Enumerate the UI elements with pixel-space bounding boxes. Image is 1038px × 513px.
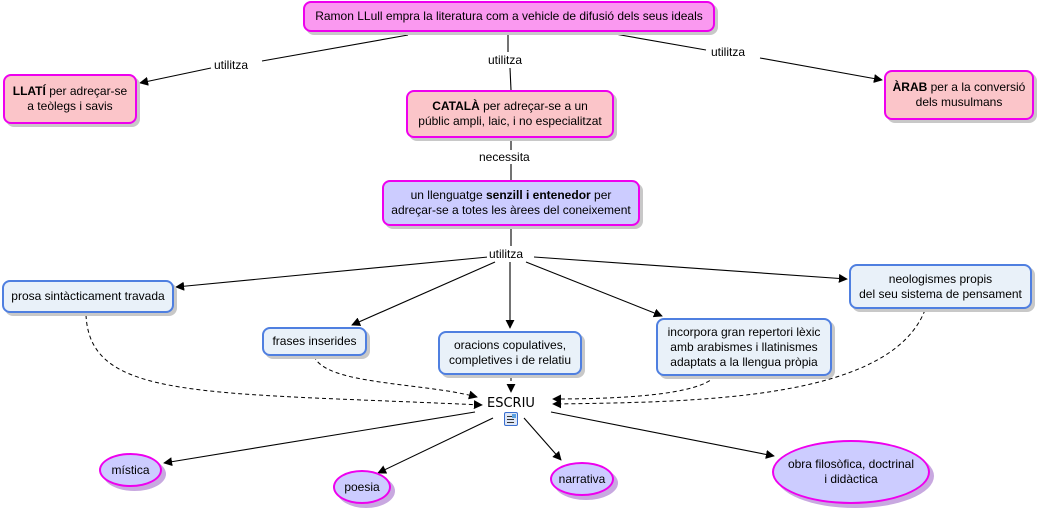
node-prosa-text: prosa sintàcticament travada — [11, 289, 165, 303]
node-incorpora-line1: incorpora gran repertori lèxic — [667, 324, 821, 339]
node-root-text: Ramon LLull empra la literatura com a ve… — [315, 9, 703, 23]
node-arab[interactable]: ÀRAB per a la conversió dels musulmans — [884, 70, 1034, 120]
node-llati-rest: per adreçar-se — [45, 84, 128, 98]
node-incorpora-line2: amb arabismes i llatinismes — [670, 339, 818, 354]
node-prosa[interactable]: prosa sintàcticament travada — [2, 280, 174, 313]
node-catala-line2: públic ampli, laic, i no especialitzat — [418, 114, 602, 128]
node-oracions[interactable]: oracions copulatives, completives i de r… — [438, 331, 582, 375]
node-neologismes-line2: del seu sistema de pensament — [859, 286, 1022, 301]
node-obra-line1: obra filosòfica, doctrinal — [787, 457, 915, 471]
node-llenguatge[interactable]: un llenguatge senzill i entenedor per ad… — [382, 180, 640, 226]
edge-escriu-mistica — [163, 411, 476, 467]
node-incorpora-line3: adaptats a la llengua pròpia — [670, 354, 818, 369]
resource-document-icon[interactable] — [504, 412, 518, 426]
node-obra[interactable]: obra filosòfica, doctrinal i didàctica — [772, 440, 930, 504]
node-llenguatge-bold: senzill i entenedor — [486, 188, 591, 202]
node-arab-bold: ÀRAB — [892, 80, 928, 94]
node-catala[interactable]: CATALÀ per adreçar-se a un públic ampli,… — [406, 90, 614, 138]
node-llati-bold: LLATÍ — [12, 84, 46, 98]
node-escriu[interactable]: ESCRIU — [487, 396, 535, 411]
edge-dashed-neologismes-escriu — [552, 309, 926, 409]
edge-utilitza-frases — [351, 261, 496, 326]
node-neologismes[interactable]: neologismes propis del seu sistema de pe… — [849, 264, 1032, 309]
node-llati-line2: a teòlegs i savis — [27, 99, 113, 113]
node-root[interactable]: Ramon LLull empra la literatura com a ve… — [303, 1, 715, 32]
node-arab-rest: per a la conversió — [927, 80, 1026, 94]
node-poesia[interactable]: poesia — [333, 470, 391, 504]
node-frases-text: frases inserides — [272, 334, 357, 348]
node-catala-rest: per adreçar-se a un — [479, 99, 588, 113]
node-obra-line2: i didàctica — [824, 472, 878, 486]
node-llenguatge-pre: un llenguatge — [410, 188, 486, 202]
node-oracions-line1: oracions copulatives, — [453, 338, 567, 352]
node-oracions-line2: completives i de relatiu — [448, 353, 572, 367]
edge-utilitza-arab — [759, 57, 883, 83]
link-label-necessita: necessita — [477, 150, 532, 164]
edge-dashed-incorpora-escriu — [552, 375, 716, 404]
link-label-utilitza-lower: utilitza — [487, 247, 526, 261]
edge-root-utilitza-left — [261, 34, 409, 62]
edge-dashed-prosa-escriu — [85, 314, 483, 410]
edge-utilitza-incorpora — [525, 261, 663, 318]
node-neologismes-line1: neologismes propis — [888, 271, 993, 286]
node-llenguatge-line2: adreçar-se a totes les àrees del coneixe… — [391, 203, 631, 217]
node-llenguatge-line1: un llenguatge senzill i entenedor per — [411, 188, 612, 203]
node-frases[interactable]: frases inserides — [262, 327, 367, 356]
edge-utilitza-prosa — [175, 256, 489, 291]
node-mistica-text: mística — [111, 462, 150, 477]
link-label-utilitza-mid: utilitza — [486, 53, 525, 67]
link-label-utilitza-right: utilitza — [709, 45, 748, 59]
node-catala-bold: CATALÀ — [432, 99, 480, 113]
edge-escriu-narrativa — [523, 417, 562, 461]
node-incorpora[interactable]: incorpora gran repertori lèxic amb arabi… — [656, 318, 832, 376]
node-mistica[interactable]: mística — [99, 453, 162, 487]
node-llenguatge-post: per — [590, 188, 612, 202]
edge-utilitza-llati — [139, 67, 212, 86]
node-arab-line2: dels musulmans — [915, 95, 1003, 109]
edge-utilitza-catala — [509, 67, 512, 91]
edge-escriu-poesia — [377, 417, 494, 474]
edge-root-utilitza-right — [614, 33, 707, 51]
node-llati-line1: LLATÍ per adreçar-se — [13, 84, 127, 99]
node-narrativa[interactable]: narrativa — [550, 462, 614, 496]
node-arab-line1: ÀRAB per a la conversió — [893, 80, 1026, 95]
edge-escriu-obra — [550, 411, 775, 459]
node-llati[interactable]: LLATÍ per adreçar-se a teòlegs i savis — [3, 74, 137, 124]
link-label-utilitza-left: utilitza — [212, 58, 251, 72]
node-catala-line1: CATALÀ per adreçar-se a un — [432, 99, 588, 114]
node-narrativa-text: narrativa — [558, 471, 606, 486]
edge-dashed-frases-escriu — [313, 355, 478, 400]
edge-utilitza-neologismes — [533, 256, 848, 283]
node-poesia-text: poesia — [344, 479, 380, 494]
